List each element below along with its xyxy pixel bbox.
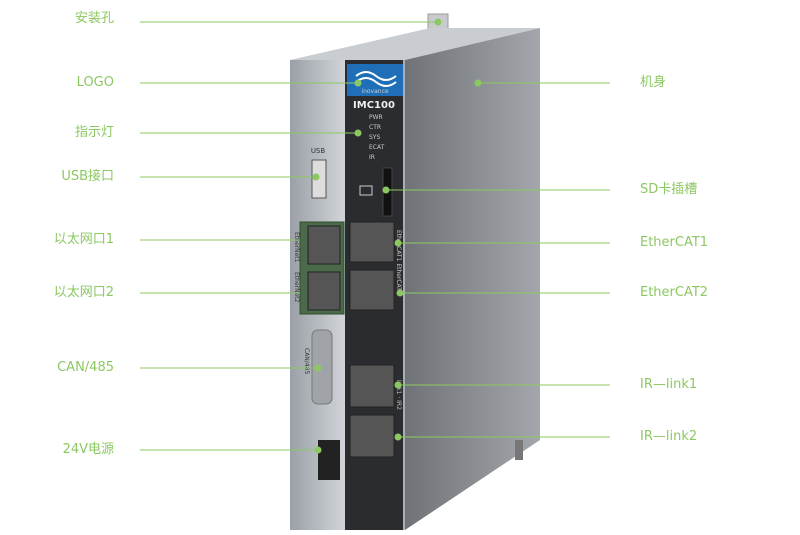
- leader-lines: [140, 18, 610, 454]
- power-terminal: [318, 440, 340, 480]
- label-ethercat-1: EtherCAT1: [640, 235, 709, 250]
- led-ctr: CTR: [369, 124, 381, 131]
- led-ir: IR: [369, 154, 375, 161]
- brand-text: inovance: [361, 88, 388, 95]
- device-top: [290, 28, 540, 60]
- can-485-port: [311, 329, 333, 405]
- label-ethercat-2: EtherCAT2: [640, 285, 709, 300]
- ethercat-port-2: [349, 269, 395, 311]
- can-text: CAN/485: [303, 348, 310, 374]
- sd-icon: [359, 185, 373, 196]
- label-ir-link-1: IR—link1: [640, 377, 698, 392]
- label-ethernet-1: 以太网口1: [53, 232, 114, 247]
- ir-link-port-1: [349, 364, 395, 408]
- ethernet-port-2: [307, 271, 341, 311]
- label-sd-slot: SD卡插槽: [640, 182, 698, 197]
- label-indicator: 指示灯: [74, 125, 114, 140]
- label-ir-link-2: IR—link2: [640, 429, 698, 444]
- ethercat-port-1: [349, 221, 395, 263]
- label-logo: LOGO: [76, 75, 114, 90]
- label-mounting-hole: 安装孔: [74, 11, 114, 26]
- logo-wave-icon: [355, 71, 397, 81]
- led-pwr: PWR: [369, 114, 383, 121]
- device-body-side: [405, 28, 540, 530]
- ethernet2-text: EtherNet2: [293, 272, 300, 303]
- ethernet-ports: [299, 221, 395, 458]
- led-sys: SYS: [369, 134, 380, 141]
- usb-label: USB: [311, 147, 326, 155]
- ethercat-text: EtherCAT1 EtherCAT2: [395, 230, 402, 295]
- ethernet-port-1: [307, 225, 341, 265]
- usb-port: [311, 159, 327, 199]
- ir-text: link1 · IR2: [395, 380, 402, 410]
- model-text: IMC100: [353, 100, 395, 111]
- label-can-485: CAN/485: [57, 360, 114, 375]
- label-body: 机身: [640, 75, 667, 90]
- ethernet1-text: EtherNet1: [293, 232, 300, 263]
- label-24v-power: 24V电源: [62, 442, 114, 457]
- led-labels: PWR CTR SYS ECAT IR: [369, 114, 385, 161]
- ir-link-port-2: [349, 414, 395, 458]
- led-ecat: ECAT: [369, 144, 385, 151]
- label-usb: USB接口: [61, 169, 114, 184]
- label-ethernet-2: 以太网口2: [53, 285, 114, 300]
